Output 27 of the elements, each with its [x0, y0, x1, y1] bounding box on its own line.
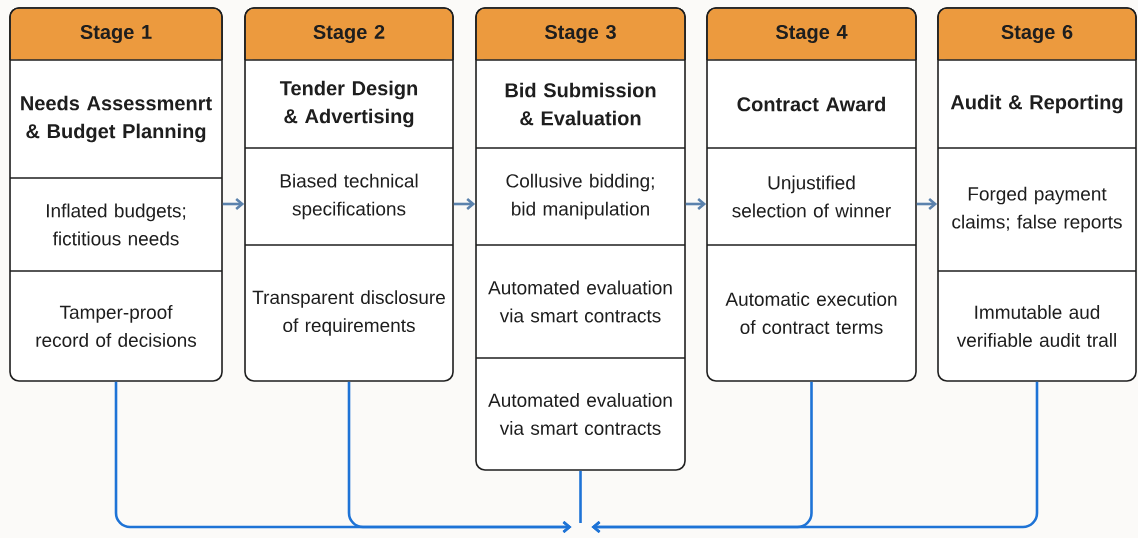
arrow [347, 381, 572, 533]
risk-text: Unjustified selection of winner [732, 175, 891, 218]
stage-header: Stage 2 [244, 7, 454, 61]
risk-text: Biased technical specifications [280, 173, 418, 220]
solution-text: Automated evaluation via smart contracts [488, 280, 672, 323]
arrow [685, 198, 707, 210]
solution-text: Transparent disclosure of requirements [252, 290, 445, 336]
solution-text: Automatic execution of contract terms [725, 292, 897, 334]
stage-title: Tender Design & Advertising [279, 80, 418, 128]
risk-text: Collusive bidding; bid manipulation [506, 173, 654, 220]
solution-text: Tamper-proof record of decisions [36, 305, 197, 347]
solution-text: Immutable aud verifiable audit trall [956, 305, 1116, 347]
arrow [916, 198, 938, 210]
stage-title: Bid Submission & Evaluation [505, 82, 656, 126]
arrow [453, 198, 476, 210]
stage-header: Stage 3 [475, 7, 686, 61]
stage-header: Stage 6 [937, 7, 1137, 61]
risk-text: Inflated budgets; fictitious needs [47, 203, 186, 246]
stage-header: Stage 4 [706, 7, 917, 61]
stage-title: Needs Assessmenrt & Budget Planning [21, 95, 212, 143]
arrow [591, 381, 1039, 533]
stage-title: Contract Award [737, 96, 885, 112]
arrow [222, 198, 245, 210]
stage-title: Audit & Reporting [950, 94, 1123, 114]
risk-text: Forged payment claims; false reports [952, 186, 1122, 233]
stage-header: Stage 1 [9, 7, 223, 61]
solution-text: Automated evaluation via smart contracts [488, 393, 672, 435]
